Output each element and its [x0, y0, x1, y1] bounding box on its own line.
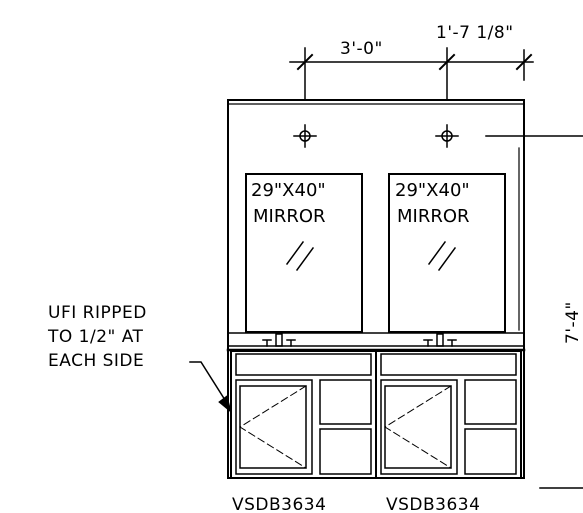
cabinet-model-label: VSDB3634 — [232, 495, 326, 513]
dimension-7-4: 7'-4" — [563, 301, 583, 344]
vanity-cabinet-left — [230, 350, 377, 479]
dimension-3-0: 3'-0" — [340, 39, 383, 59]
top-dimension-line — [289, 47, 534, 101]
mirror-label: MIRROR — [253, 206, 326, 227]
mirror-label: MIRROR — [397, 206, 470, 227]
height-dimension — [485, 135, 583, 489]
mirror-size-label: 29"X40" — [395, 180, 470, 201]
wall-outline — [227, 99, 525, 479]
note-line-2: TO 1/2" AT — [47, 327, 144, 347]
dimension-1-7-1-8: 1'-7 1/8" — [436, 23, 514, 43]
countertop — [226, 332, 526, 352]
note-leader-arrow — [189, 361, 232, 414]
crosshair-light-icon — [435, 124, 459, 148]
note-line-1: UFI RIPPED — [48, 303, 147, 323]
mirror-left — [245, 173, 363, 333]
faucet-icon — [423, 333, 457, 347]
mirror-size-label: 29"X40" — [251, 180, 326, 201]
vanity-cabinet-right — [375, 350, 522, 479]
cabinet-model-label: VSDB3634 — [386, 495, 480, 513]
mirror-right — [388, 173, 506, 333]
crosshair-light-icon — [293, 124, 317, 148]
note-line-3: EACH SIDE — [48, 351, 144, 371]
faucet-icon — [262, 333, 296, 347]
